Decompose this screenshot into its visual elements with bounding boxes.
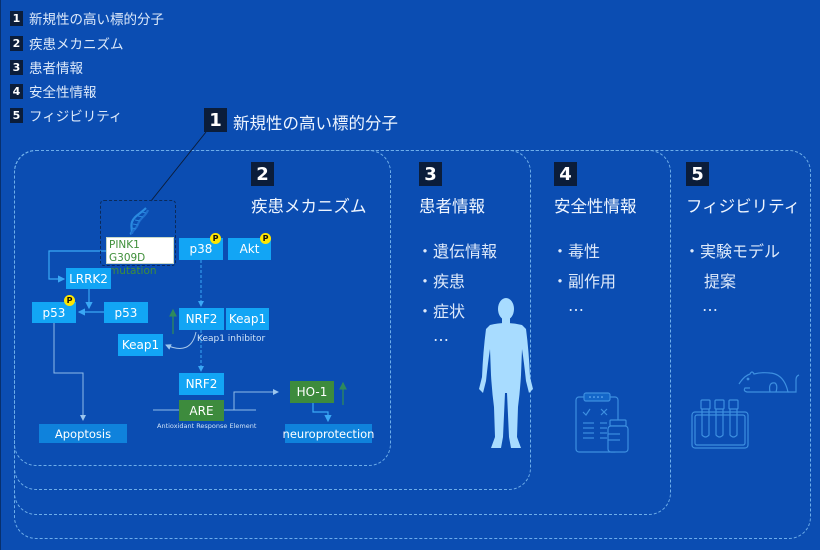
node-neuroprotection: neuroprotection — [283, 424, 374, 443]
patient-item: ・疾患 — [417, 272, 466, 291]
node-nrf2-cytoplasm: NRF2 — [179, 308, 224, 330]
node-lrrk2: LRRK2 — [66, 268, 111, 289]
test-tube-rack-icon — [691, 399, 749, 449]
legend-number: 5 — [10, 107, 23, 123]
legend-label: 疾患メカニズム — [29, 37, 124, 53]
human-body-icon — [476, 297, 536, 453]
node-apoptosis: Apoptosis — [39, 424, 127, 443]
dna-icon — [126, 206, 152, 236]
legend-label: 安全性情報 — [29, 85, 97, 101]
node-keap1-bound: Keap1 — [226, 308, 269, 330]
patient-item: ・遺伝情報 — [417, 242, 498, 261]
legend-item: 4 安全性情報 — [10, 83, 97, 101]
mouse-icon — [738, 370, 800, 395]
safety-item: ・副作用 — [552, 272, 617, 291]
node-p38: p38 — [179, 238, 223, 260]
legend-number: 4 — [10, 83, 23, 99]
arrow-p53-to-apoptosis — [53, 323, 86, 421]
section-title-feasibility: フィジビリティ — [686, 197, 801, 216]
phospho-badge: P — [64, 295, 75, 306]
callout-title: 新規性の高い標的分子 — [233, 114, 398, 133]
safety-item: … — [568, 296, 584, 315]
arrow-keap1-release — [165, 331, 197, 350]
legend-number: 3 — [10, 59, 23, 75]
node-keap1-free: Keap1 — [118, 334, 163, 356]
feasibility-item: … — [702, 296, 718, 315]
frame-mechanism — [14, 150, 391, 466]
phospho-badge: P — [210, 233, 221, 244]
node-nrf2-nucleus: NRF2 — [179, 373, 224, 395]
arrow-mutation-to-lrrk2 — [48, 250, 106, 283]
legend-label: フィジビリティ — [29, 109, 123, 125]
patient-item: … — [433, 326, 449, 345]
arrow-are-to-ho1 — [233, 389, 279, 410]
node-p53: p53 — [104, 302, 148, 323]
node-are: ARE — [179, 400, 224, 421]
node-p53-phosphorylated: p53 — [32, 302, 76, 323]
legend-item: 5 フィジビリティ — [10, 107, 123, 125]
section-number-mechanism: 2 — [251, 162, 274, 186]
section-title-patient: 患者情報 — [419, 197, 485, 216]
callout-number: 1 — [204, 108, 227, 132]
node-ho1: HO-1 — [290, 381, 334, 403]
clipboard-vial-icon — [574, 392, 630, 454]
safety-item: ・毒性 — [552, 242, 601, 261]
section-number-safety: 4 — [554, 162, 577, 186]
legend-label: 患者情報 — [29, 61, 83, 77]
section-title-safety: 安全性情報 — [554, 197, 637, 216]
node-akt: Akt — [228, 238, 271, 260]
section-number-feasibility: 5 — [686, 162, 709, 186]
patient-item: ・症状 — [417, 302, 466, 321]
are-caption: Antioxidant Response Element — [157, 422, 257, 430]
mutation-label: PINK1 G309D mutation — [106, 237, 174, 277]
section-number-patient: 3 — [419, 162, 442, 186]
mutation-type: mutation — [109, 265, 157, 277]
legend-number: 2 — [10, 35, 23, 51]
legend-item: 3 患者情報 — [10, 59, 83, 77]
phospho-badge: P — [260, 233, 271, 244]
legend-item: 1 新規性の高い標的分子 — [10, 10, 164, 28]
section-title-mechanism: 疾患メカニズム — [251, 197, 367, 216]
arrow-ho1-to-neuroprotection — [312, 403, 332, 423]
mutation-frame — [100, 200, 176, 266]
keap1-inhibitor-label: Keap1 inhibitor — [197, 334, 266, 344]
legend-label: 新規性の高い標的分子 — [29, 12, 164, 28]
legend-item: 2 疾患メカニズム — [10, 35, 124, 53]
legend-number: 1 — [10, 10, 23, 26]
feasibility-item: 提案 — [704, 272, 737, 291]
feasibility-item: ・実験モデル — [684, 242, 781, 261]
mutation-gene: PINK1 G309D — [109, 239, 146, 264]
callout-leader-line — [150, 131, 207, 202]
